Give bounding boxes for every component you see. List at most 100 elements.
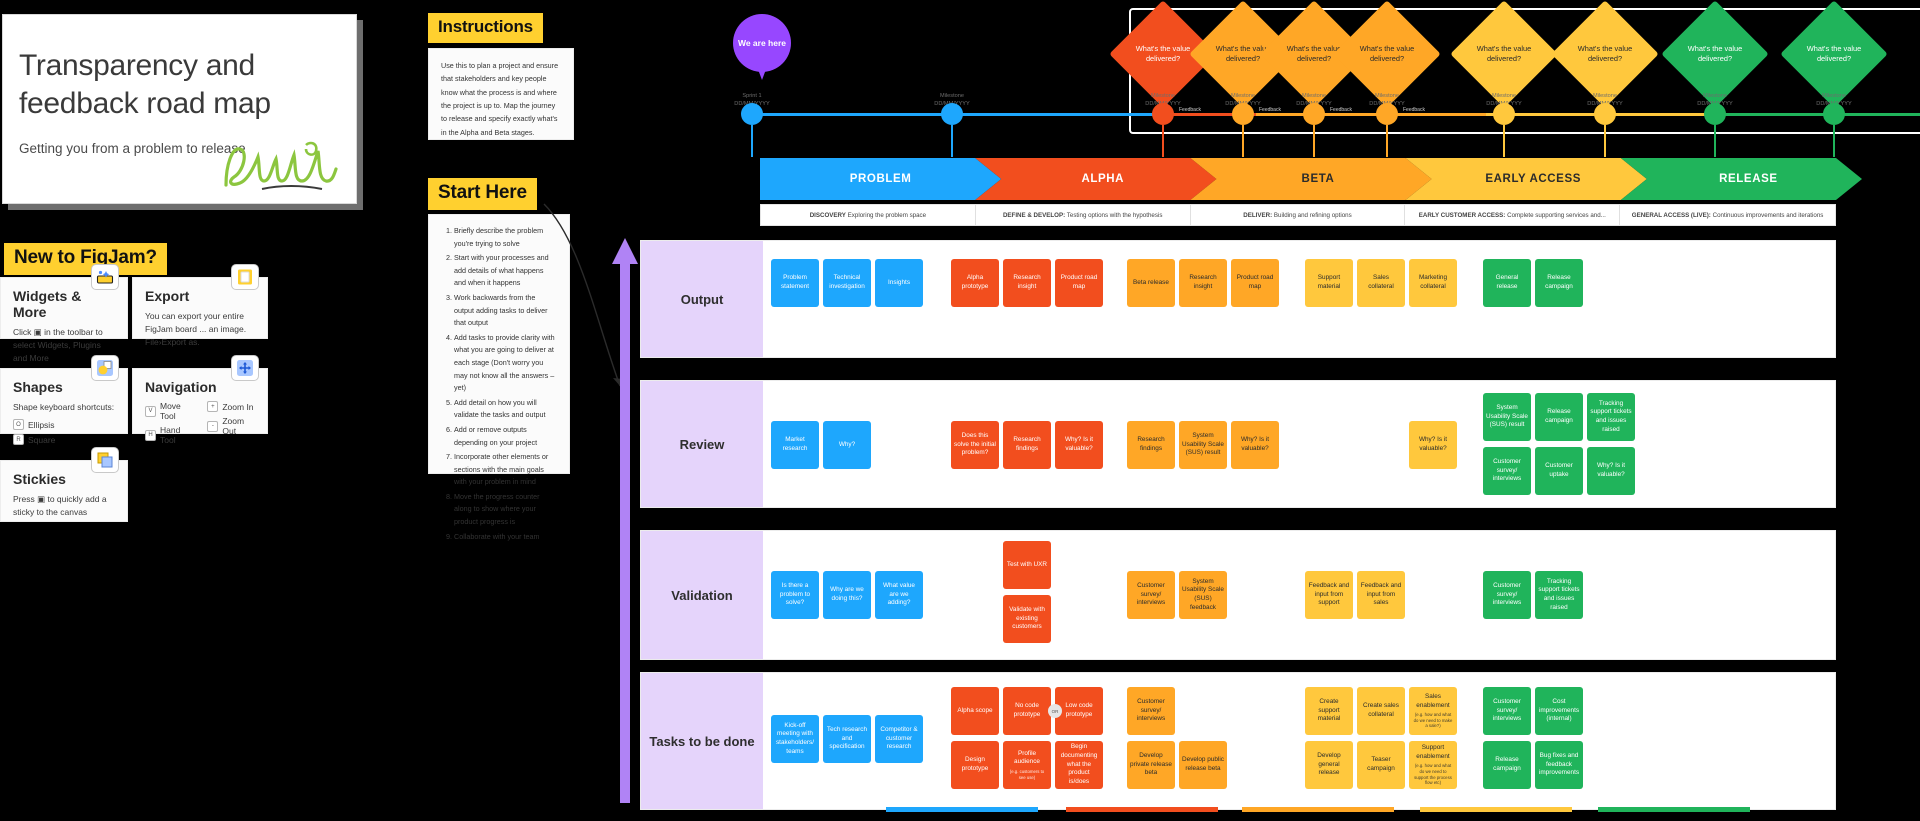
help-card-navigation[interactable]: Navigation V Move Tool H Hand Tool + Zoo… bbox=[132, 355, 268, 445]
sticky-note[interactable]: System Usability Scale (SUS) feedback bbox=[1179, 571, 1227, 619]
instructions-panel[interactable]: Use this to plan a project and ensure th… bbox=[428, 48, 574, 140]
milestone-dot[interactable] bbox=[1303, 103, 1325, 125]
sticky-note[interactable]: Low code prototype bbox=[1055, 687, 1103, 735]
sticky-note[interactable]: Customer survey/ interviews bbox=[1127, 571, 1175, 619]
sticky-note[interactable]: Create support material bbox=[1305, 687, 1353, 735]
sticky-note[interactable]: Support material bbox=[1305, 259, 1353, 307]
help-card-widgets[interactable]: Widgets & More Click ▣ in the toolbar to… bbox=[0, 264, 128, 363]
phase-problem[interactable]: PROBLEM bbox=[760, 158, 1002, 200]
sticky-note[interactable]: Develop public release beta bbox=[1179, 741, 1227, 789]
we-are-here-pin[interactable]: We are here bbox=[733, 14, 791, 80]
sticky-note[interactable]: Research insight bbox=[1003, 259, 1051, 307]
help-card-stickies[interactable]: Stickies Press ▣ to quickly add a sticky… bbox=[0, 447, 128, 522]
sticky-note[interactable]: Research findings bbox=[1127, 421, 1175, 469]
sticky-note[interactable]: Create sales collateral bbox=[1357, 687, 1405, 735]
sticky-note[interactable]: Customer survey/ interviews bbox=[1483, 447, 1531, 495]
sticky-note[interactable]: Insights bbox=[875, 259, 923, 307]
sticky-note[interactable]: Tracking support tickets and issues rais… bbox=[1535, 571, 1583, 619]
progress-arrow-up[interactable] bbox=[612, 238, 638, 803]
sticky-note[interactable]: Competitor & customer research bbox=[875, 715, 923, 763]
milestone-dot[interactable] bbox=[1376, 103, 1398, 125]
help-card-export[interactable]: Export You can export your entire FigJam… bbox=[132, 264, 268, 347]
sticky-note[interactable]: Kick-off meeting with stakeholders/ team… bbox=[771, 715, 819, 763]
phase-early-access[interactable]: EARLY ACCESS bbox=[1405, 158, 1647, 200]
sticky-note[interactable]: Test with UXR bbox=[1003, 541, 1051, 589]
sticky-note[interactable]: Tracking support tickets and issues rais… bbox=[1587, 393, 1635, 441]
sticky-note[interactable]: Alpha scope bbox=[951, 687, 999, 735]
sticky-note[interactable]: Why? Is it valuable? bbox=[1231, 421, 1279, 469]
milestone-dot[interactable] bbox=[1232, 103, 1254, 125]
sticky-note[interactable]: Beta release bbox=[1127, 259, 1175, 307]
sticky-note[interactable]: Is there a problem to solve? bbox=[771, 571, 819, 619]
sticky-note[interactable]: System Usability Scale (SUS) result bbox=[1483, 393, 1531, 441]
sticky-note[interactable]: Does this solve the initial problem? bbox=[951, 421, 999, 469]
swimlane-validation[interactable]: Validation Is there a problem to solve?W… bbox=[640, 530, 1836, 660]
sticky-note[interactable]: Market research bbox=[771, 421, 819, 469]
sticky-note[interactable]: Customer survey/ interviews bbox=[1483, 687, 1531, 735]
milestone-dot[interactable] bbox=[941, 103, 963, 125]
sticky-note[interactable]: Why? bbox=[823, 421, 871, 469]
sticky-note[interactable]: Why? Is it valuable? bbox=[1587, 447, 1635, 495]
sticky-note-text: System Usability Scale (SUS) result bbox=[1486, 404, 1528, 429]
milestone-dot[interactable] bbox=[1704, 103, 1726, 125]
swimlane-tasks-to-be-done[interactable]: Tasks to be done Kick-off meeting with s… bbox=[640, 672, 1836, 810]
sticky-note[interactable]: Release campaign bbox=[1535, 259, 1583, 307]
start-here-panel[interactable]: Briefly describe the problem you're tryi… bbox=[428, 214, 570, 541]
sticky-note[interactable]: Tech research and specification bbox=[823, 715, 871, 763]
sticky-note[interactable]: Profile audience(e.g. customers to see u… bbox=[1003, 741, 1051, 789]
swimlane-body[interactable]: Is there a problem to solve?Why are we d… bbox=[763, 531, 1835, 659]
sticky-note[interactable]: Customer survey/ interviews bbox=[1483, 571, 1531, 619]
sticky-note[interactable]: Feedback and input from support bbox=[1305, 571, 1353, 619]
milestone-dot[interactable] bbox=[1493, 103, 1515, 125]
milestone-dot[interactable] bbox=[1594, 103, 1616, 125]
milestone-dot[interactable] bbox=[1152, 103, 1174, 125]
sticky-note[interactable]: Marketing collateral bbox=[1409, 259, 1457, 307]
sticky-note[interactable]: Alpha prototype bbox=[951, 259, 999, 307]
sticky-note[interactable]: Sales enablement(e.g. how and what do we… bbox=[1409, 687, 1457, 735]
phase-alpha[interactable]: ALPHA bbox=[975, 158, 1217, 200]
phase-release[interactable]: RELEASE bbox=[1620, 158, 1862, 200]
milestone-stem bbox=[1604, 125, 1606, 157]
sticky-note[interactable]: Customer survey/ interviews bbox=[1127, 687, 1175, 735]
sticky-note[interactable]: General release bbox=[1483, 259, 1531, 307]
sticky-note[interactable]: Release campaign bbox=[1535, 393, 1583, 441]
milestone-dot[interactable] bbox=[741, 103, 763, 125]
phase-beta[interactable]: BETA bbox=[1190, 158, 1432, 200]
sticky-note[interactable]: No code prototype bbox=[1003, 687, 1051, 735]
sticky-note[interactable]: Sales collateral bbox=[1357, 259, 1405, 307]
sticky-note[interactable]: Why are we doing this? bbox=[823, 571, 871, 619]
sticky-note[interactable]: Develop general release bbox=[1305, 741, 1353, 789]
sticky-note[interactable]: What value are we adding? bbox=[875, 571, 923, 619]
sticky-note[interactable]: System Usability Scale (SUS) result bbox=[1179, 421, 1227, 469]
sticky-note[interactable]: Validate with existing customers bbox=[1003, 595, 1051, 643]
sticky-note[interactable]: Support enablement(e.g. how and what do … bbox=[1409, 741, 1457, 789]
sticky-note[interactable]: Feedback and input from sales bbox=[1357, 571, 1405, 619]
sticky-note[interactable]: Develop private release beta bbox=[1127, 741, 1175, 789]
sticky-note[interactable]: Why? Is it valuable? bbox=[1409, 421, 1457, 469]
help-card-shapes[interactable]: Shapes Shape keyboard shortcuts: O Ellip… bbox=[0, 355, 128, 446]
sticky-note[interactable]: Release campaign bbox=[1483, 741, 1531, 789]
sticky-note[interactable]: Cost improvements (internal) bbox=[1535, 687, 1583, 735]
sticky-note[interactable]: Technical investigation bbox=[823, 259, 871, 307]
timeline[interactable]: Sprint 1DD/MM/YYYYMilestoneDD/MM/YYYYWha… bbox=[0, 0, 1920, 160]
title-card[interactable]: Transparency and feedback road map Getti… bbox=[2, 14, 357, 204]
sticky-note[interactable]: Why? Is it valuable? bbox=[1055, 421, 1103, 469]
sticky-note[interactable]: Research findings bbox=[1003, 421, 1051, 469]
sticky-note[interactable]: Teaser campaign bbox=[1357, 741, 1405, 789]
sticky-note[interactable]: Product road map bbox=[1231, 259, 1279, 307]
milestone-dot[interactable] bbox=[1823, 103, 1845, 125]
sticky-note[interactable]: Research insight bbox=[1179, 259, 1227, 307]
sticky-note[interactable]: Product road map bbox=[1055, 259, 1103, 307]
sticky-note[interactable]: Bug fixes and feedback improvements bbox=[1535, 741, 1583, 789]
sticky-note[interactable]: Design prototype bbox=[951, 741, 999, 789]
sticky-note[interactable]: Customer uptake bbox=[1535, 447, 1583, 495]
swimlane-body[interactable]: Kick-off meeting with stakeholders/ team… bbox=[763, 673, 1835, 809]
milestone-stem bbox=[1313, 125, 1315, 157]
sticky-note[interactable]: Begin documenting what the product is/do… bbox=[1055, 741, 1103, 789]
sticky-note[interactable]: Problem statement bbox=[771, 259, 819, 307]
